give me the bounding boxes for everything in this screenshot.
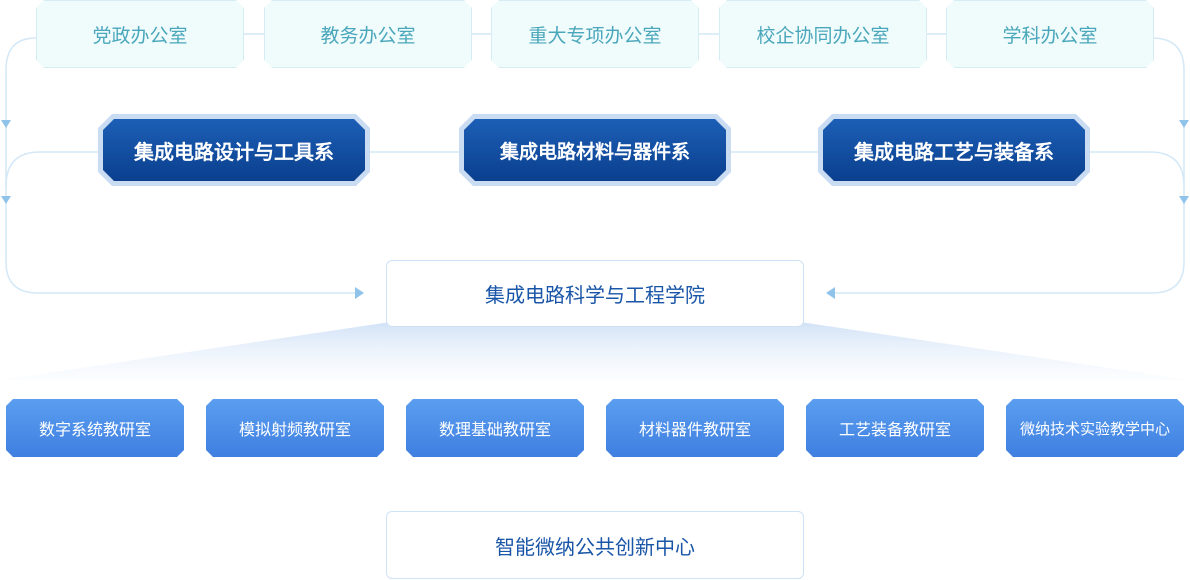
office-box: 重大专项办公室 (491, 0, 699, 68)
lab-box: 数字系统教研室 (6, 399, 184, 457)
department-label: 集成电路材料与器件系 (464, 119, 726, 181)
office-box: 教务办公室 (264, 0, 472, 68)
department-label: 集成电路设计与工具系 (103, 119, 365, 181)
office-box: 学科办公室 (946, 0, 1154, 68)
innovation-center-box: 智能微纳公共创新中心 (386, 511, 804, 579)
lab-box: 微纳技术实验教学中心 (1006, 399, 1184, 457)
office-box: 校企协同办公室 (719, 0, 927, 68)
fan-gradient (0, 322, 1190, 380)
arrow-icon (1, 120, 1189, 299)
college-box: 集成电路科学与工程学院 (386, 260, 804, 327)
lab-box: 模拟射频教研室 (206, 399, 384, 457)
lab-box: 数理基础教研室 (406, 399, 584, 457)
lab-box: 材料器件教研室 (606, 399, 784, 457)
lab-box: 工艺装备教研室 (806, 399, 984, 457)
office-box: 党政办公室 (36, 0, 244, 68)
department-box: 集成电路材料与器件系 (459, 114, 731, 186)
department-box: 集成电路工艺与装备系 (818, 114, 1090, 186)
department-label: 集成电路工艺与装备系 (823, 119, 1085, 181)
department-box: 集成电路设计与工具系 (98, 114, 370, 186)
